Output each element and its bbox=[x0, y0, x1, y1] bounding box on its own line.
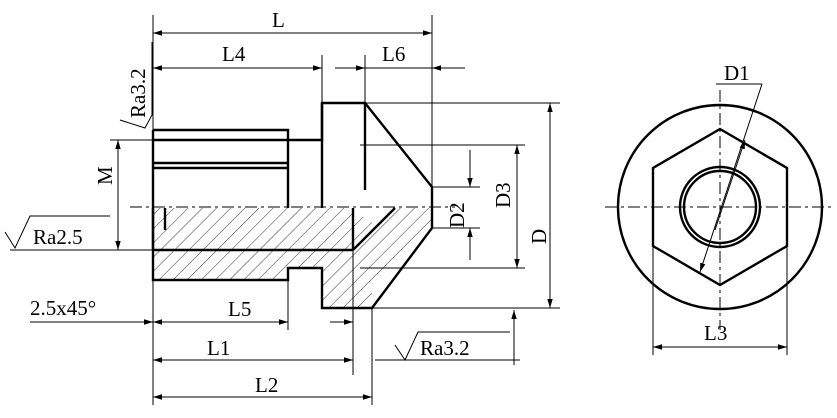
labels: L L4 L6 L5 L1 L2 2.5x45° Ra2.5 Ra3.2 Ra3… bbox=[30, 8, 750, 397]
bore-circle-outer bbox=[678, 165, 762, 249]
cone-inner bbox=[352, 207, 396, 251]
label-ra-left: Ra2.5 bbox=[33, 225, 83, 249]
label-D1: D1 bbox=[724, 61, 750, 85]
label-D2: D2 bbox=[445, 202, 469, 228]
hexagon bbox=[651, 127, 789, 287]
side-view bbox=[130, 101, 455, 310]
label-L4: L4 bbox=[222, 42, 246, 66]
label-ra-top: Ra3.2 bbox=[126, 68, 150, 118]
label-L2: L2 bbox=[255, 373, 278, 397]
outer-circle bbox=[616, 103, 824, 311]
roughness-symbol-bottom bbox=[394, 331, 510, 362]
section-hatch bbox=[153, 208, 432, 308]
label-ra-bottom: Ra3.2 bbox=[420, 336, 470, 360]
label-L: L bbox=[272, 8, 285, 32]
label-M: M bbox=[93, 166, 117, 185]
bore-circle-inner bbox=[682, 169, 758, 245]
label-L5: L5 bbox=[228, 297, 251, 321]
label-L1: L1 bbox=[207, 336, 230, 360]
roughness-symbol-top bbox=[119, 42, 153, 129]
dim-D1-line bbox=[699, 83, 763, 273]
roughness-symbol-left bbox=[4, 215, 110, 250]
label-D3: D3 bbox=[491, 182, 515, 208]
end-view bbox=[605, 83, 835, 355]
label-D: D bbox=[527, 229, 551, 244]
label-L3: L3 bbox=[704, 321, 727, 345]
label-L6: L6 bbox=[382, 42, 405, 66]
side-dimensions bbox=[4, 15, 560, 405]
label-chamfer: 2.5x45° bbox=[30, 296, 96, 320]
